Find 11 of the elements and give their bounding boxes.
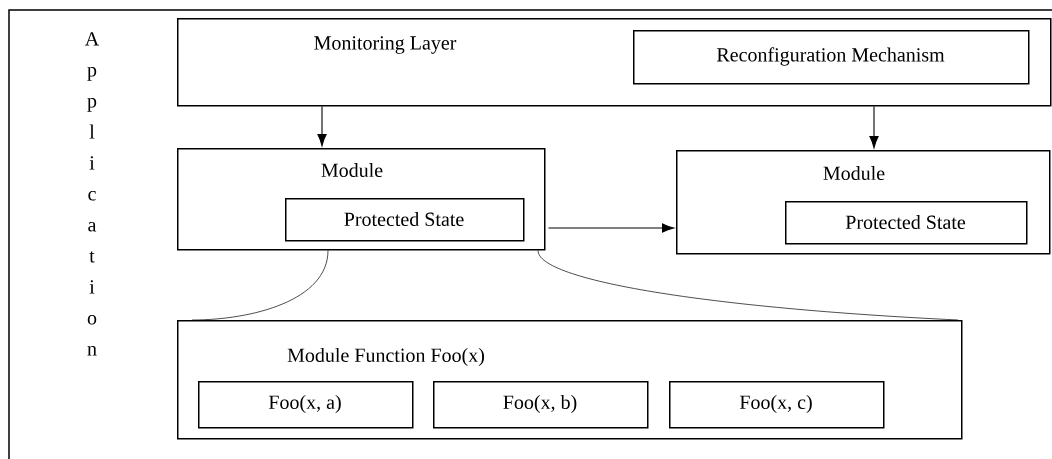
arrow: [662, 223, 675, 233]
state-box: Protected State: [285, 198, 525, 242]
variant-box: Foo(x, b): [433, 381, 649, 429]
variant-box: Foo(x, a): [198, 381, 414, 429]
arrow: [317, 105, 327, 147]
arrow: [869, 105, 879, 149]
state-box: Protected State: [785, 201, 1028, 245]
connector-line: [537, 250, 959, 321]
connector-line: [191, 250, 329, 321]
variant-box: Foo(x, c): [669, 381, 885, 429]
mechanism-box: Reconfiguration Mechanism: [633, 30, 1030, 85]
